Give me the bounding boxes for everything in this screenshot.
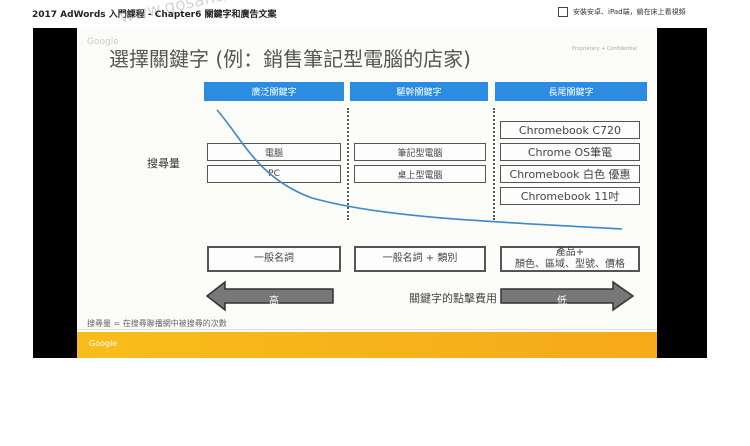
keyword-box: Chromebook C720 <box>500 121 640 139</box>
slide-title: 選擇關鍵字 (例：銷售筆記型電腦的店家) <box>109 47 471 71</box>
keyword-box: Chromebook 11吋 <box>500 187 640 205</box>
column-divider <box>493 108 495 220</box>
category-box-mid: 一般名詞 + 類別 <box>354 246 486 272</box>
slide-brand-logo: Google <box>87 37 119 47</box>
video-player[interactable]: Google Proprietary + Confidential 選擇關鍵字 … <box>33 28 707 358</box>
column-divider <box>347 108 349 220</box>
arrow-left-icon <box>205 280 334 312</box>
category-box-longtail: 產品+ 顏色、區域、型號、價格 <box>500 246 640 272</box>
diagram-graphics <box>77 109 657 330</box>
click-cost-label: 關鍵字的點擊費用 <box>409 292 497 305</box>
search-volume-label: 搜尋量 <box>147 157 180 170</box>
checkbox-icon[interactable] <box>558 7 568 17</box>
category-line: 顏色、區域、型號、價格 <box>515 259 625 270</box>
slide: Google Proprietary + Confidential 選擇關鍵字 … <box>77 28 657 358</box>
footer-brand-logo: Google <box>89 339 118 348</box>
audio-toggle-label: 安裝安卓、iPad端，躺在床上看視頻 <box>573 8 686 16</box>
cost-high-label: 高 <box>269 296 279 307</box>
keyword-box: Chrome OS筆電 <box>500 143 640 161</box>
footer-divider <box>77 329 657 330</box>
page-title: 2017 AdWords 入門課程 - Chapter6 關鍵字和廣告文案 <box>32 10 277 20</box>
search-volume-curve <box>216 109 623 230</box>
keyword-box: Chromebook 白色 優惠 <box>500 165 640 183</box>
arrow-right-icon <box>500 280 635 312</box>
category-box-broad: 一般名詞 <box>207 246 341 272</box>
confidential-label: Proprietary + Confidential <box>571 46 637 52</box>
keyword-box: 電腦 <box>207 143 341 161</box>
column-header-broad: 廣泛關鍵字 <box>204 82 344 101</box>
column-header-longtail: 長尾關鍵字 <box>495 82 647 101</box>
footer-bar: Google <box>77 332 657 358</box>
cost-low-label: 低 <box>557 296 567 307</box>
category-line: 產品+ <box>555 247 585 258</box>
column-header-mid: 驅幹關鍵字 <box>350 82 488 101</box>
audio-toggle[interactable]: 安裝安卓、iPad端，躺在床上看視頻 <box>558 7 686 17</box>
keyword-box: PC <box>207 165 341 183</box>
footnote: 搜尋量 = 在搜尋聯播網中被搜尋的次數 <box>87 319 227 328</box>
keyword-box: 桌上型電腦 <box>354 165 486 183</box>
keyword-box: 筆記型電腦 <box>354 143 486 161</box>
